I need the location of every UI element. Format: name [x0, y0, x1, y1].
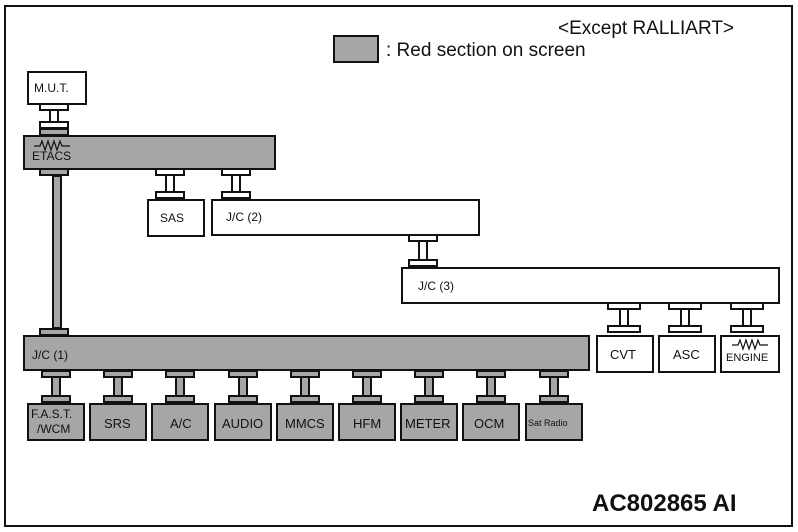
mmcs-box [276, 403, 334, 441]
jc3-box [401, 267, 780, 304]
etacs-sas-connector [155, 168, 185, 199]
etacs-terminator-icon [34, 139, 70, 152]
jc2-box [211, 199, 480, 236]
fast-box [27, 403, 85, 441]
cvt-label: CVT [610, 347, 636, 362]
jc1-sat-radio-connector [539, 370, 569, 403]
etacs-jc1-link [52, 175, 62, 329]
sat-radio-label: Sat Radio [528, 418, 568, 428]
sas-label: SAS [160, 211, 185, 225]
ocm-box [462, 403, 520, 441]
hfm-box [338, 403, 396, 441]
jc1-srs-connector [103, 370, 133, 403]
jc3-engine-connector [730, 302, 764, 333]
jc1-label: J/C (1) [32, 348, 68, 362]
srs-label: SRS [104, 416, 131, 431]
diagram-frame [4, 5, 793, 527]
engine-box [720, 335, 780, 373]
mut-etacs-connector [39, 103, 69, 136]
ocm-label: OCM [474, 416, 505, 431]
sat-radio-box [525, 403, 583, 441]
ac-box [151, 403, 209, 441]
legend-swatch [333, 35, 379, 63]
etacs-label: ETACS [32, 149, 72, 163]
variant-note: <Except RALLIART> [558, 18, 735, 39]
etacs-jc2-connector [221, 168, 251, 199]
sas-box [147, 199, 205, 237]
jc3-asc-connector [668, 302, 702, 333]
legend-label: : Red section on screen [386, 40, 586, 61]
jc3-cvt-connector [607, 302, 641, 333]
srs-box [89, 403, 147, 441]
figure-id: AC802865 AI [592, 490, 737, 517]
jc1-hfm-connector [352, 370, 382, 403]
hfm-label: HFM [353, 416, 382, 431]
meter-box [400, 403, 458, 441]
asc-box [658, 335, 716, 373]
engine-label: ENGINE [726, 352, 769, 364]
mut-label: M.U.T. [34, 81, 69, 95]
etacs-bar [23, 135, 276, 170]
ac-label: A/C [170, 416, 192, 431]
fast-label-line1: F.A.S.T. [31, 407, 73, 421]
jc1-audio-connector [228, 370, 258, 403]
jc1-bar [23, 335, 590, 371]
cvt-box [596, 335, 654, 373]
meter-label: METER [405, 416, 451, 431]
jc1-meter-connector [414, 370, 444, 403]
etacs-bottom-connector [39, 168, 69, 336]
jc2-label: J/C (2) [226, 210, 262, 224]
fast-label-line2: /WCM [37, 422, 71, 436]
jc2-jc3-connector [408, 234, 438, 267]
mut-box [27, 71, 87, 105]
mmcs-label: MMCS [285, 416, 325, 431]
jc1-ocm-connector [476, 370, 506, 403]
audio-box [214, 403, 272, 441]
audio-label: AUDIO [222, 416, 264, 431]
jc1-mmcs-connector [290, 370, 320, 403]
jc1-fast-connector [41, 370, 71, 403]
jc3-label: J/C (3) [418, 279, 454, 293]
jc1-ac-connector [165, 370, 195, 403]
engine-terminator-icon [732, 338, 768, 351]
asc-label: ASC [673, 347, 700, 362]
